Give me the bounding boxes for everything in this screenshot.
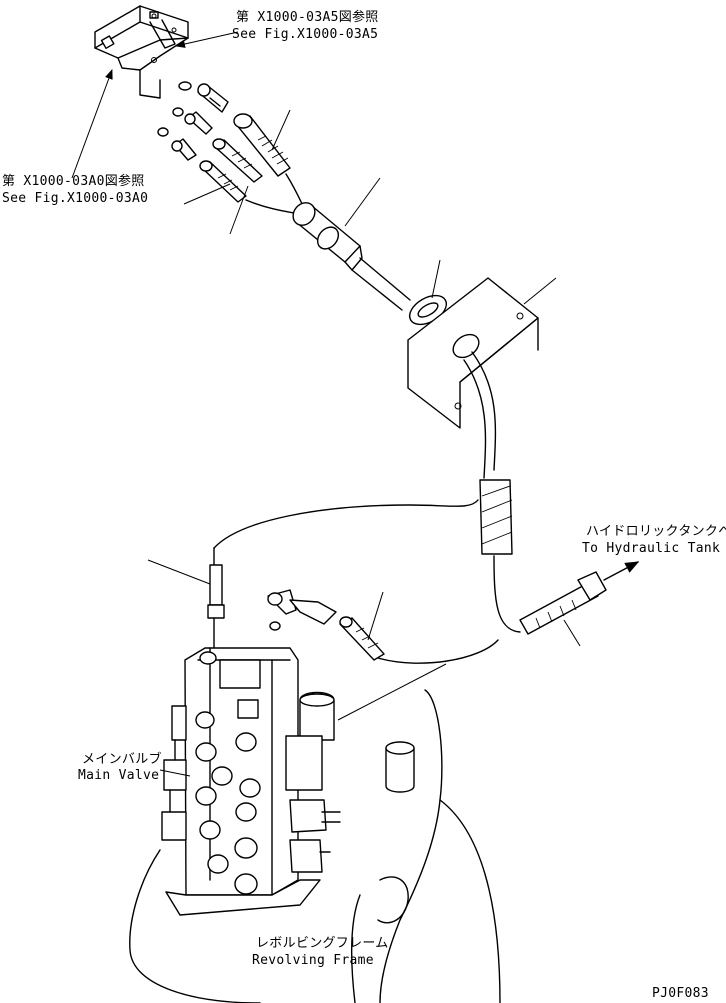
bracket-assembly bbox=[94, 5, 189, 71]
return-hose bbox=[463, 351, 640, 635]
main-valve bbox=[161, 647, 341, 916]
leader-lines bbox=[71, 31, 581, 777]
ref-a0-en-label: See Fig.X1000-03A0 bbox=[2, 191, 149, 206]
elbow-fittings bbox=[267, 589, 499, 664]
main-valve-jp-label: メインバルブ bbox=[82, 752, 162, 767]
drawing-code: PJ0F083 bbox=[652, 986, 709, 1001]
ref-a5-jp-label: 第 X1000-03A5図参照 bbox=[236, 10, 379, 25]
valve-spools bbox=[195, 711, 261, 895]
pilot-hose bbox=[207, 499, 479, 761]
revolving-frame-en-label: Revolving Frame bbox=[252, 953, 374, 968]
tank-jp-label: ハイドロリックタンクへ bbox=[586, 524, 726, 539]
main-valve-en-label: Main Valve bbox=[78, 768, 160, 783]
accumulator bbox=[385, 741, 415, 793]
revolving-frame bbox=[129, 689, 501, 1003]
pilot-fittings bbox=[139, 69, 291, 203]
hose-bundle bbox=[245, 173, 448, 326]
ref-a0-jp-label: 第 X1000-03A0図参照 bbox=[2, 174, 145, 189]
ref-a5-en-label: See Fig.X1000-03A5 bbox=[232, 27, 379, 42]
tank-en-label: To Hydraulic Tank bbox=[582, 541, 721, 556]
revolving-frame-jp-label: レボルビングフレーム bbox=[256, 936, 389, 951]
